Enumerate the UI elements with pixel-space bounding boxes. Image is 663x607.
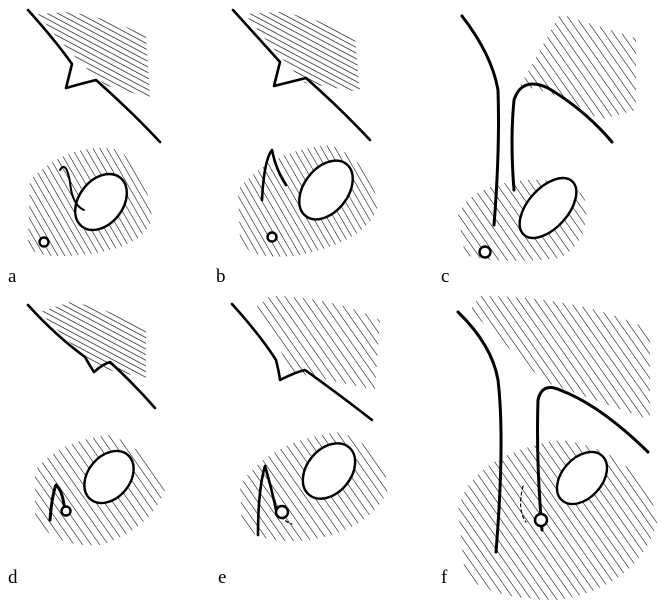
lower-hatched-region: [458, 440, 658, 600]
small-circle: [480, 247, 491, 258]
upper-hatched-region: [38, 12, 150, 98]
upper-hatched-region: [255, 296, 380, 390]
panel-label-f: f: [441, 567, 448, 588]
panel-c: c: [441, 14, 636, 287]
panel-f: f: [441, 296, 658, 600]
panel-label-d: d: [8, 567, 18, 588]
panel-label-c: c: [441, 266, 449, 287]
upper-hatched-region: [520, 14, 636, 120]
upper-hatched-region: [40, 302, 146, 378]
small-circle: [276, 506, 288, 518]
panel-a: a: [8, 10, 160, 287]
small-circle: [535, 514, 547, 526]
upper-hatched-region: [470, 296, 650, 420]
small-circle: [62, 507, 71, 516]
panel-b: b: [216, 10, 378, 287]
panel-label-a: a: [8, 266, 17, 287]
panel-e: e: [218, 296, 388, 588]
small-circle: [268, 233, 277, 242]
small-circle: [40, 238, 49, 247]
panel-d: d: [8, 302, 165, 588]
panel-label-b: b: [216, 266, 226, 287]
panel-label-e: e: [218, 567, 226, 588]
